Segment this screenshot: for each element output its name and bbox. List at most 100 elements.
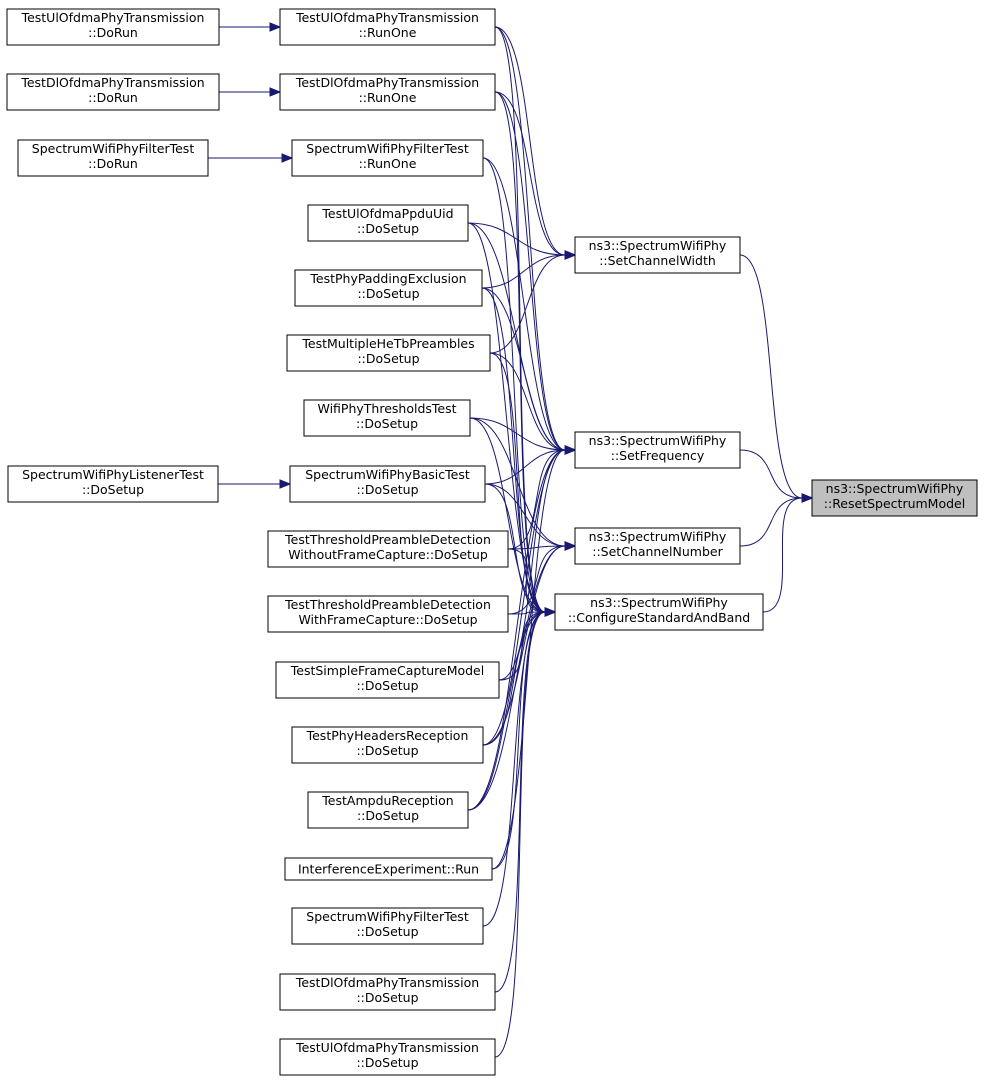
node-label-line2: WithFrameCapture::DoSetup [298, 612, 477, 627]
node-label-line1: TestDlOfdmaPhyTransmission [295, 75, 479, 90]
node-label-line1: TestUlOfdmaPhyTransmission [21, 10, 205, 25]
node-ul-tx-runone[interactable]: TestUlOfdmaPhyTransmission::RunOne [279, 8, 496, 46]
node-label-line1: SpectrumWifiPhyFilterTest [32, 141, 195, 156]
node-label-line2: ::DoSetup [356, 924, 418, 939]
node-label-line1: ns3::SpectrumWifiPhy [589, 433, 727, 448]
node-thr-with[interactable]: TestThresholdPreambleDetectionWithFrameC… [267, 595, 509, 633]
node-label-line1: ns3::SpectrumWifiPhy [589, 529, 727, 544]
edge-interference-to-set_freq [491, 445, 577, 870]
node-ampdu[interactable]: TestAmpduReception::DoSetup [307, 791, 469, 829]
node-thr-without[interactable]: TestThresholdPreambleDetectionWithoutFra… [267, 530, 509, 568]
node-label-line1: TestSimpleFrameCaptureModel [290, 663, 484, 678]
node-label-line2: ::DoRun [88, 25, 138, 40]
node-label-line1: TestUlOfdmaPhyTransmission [295, 10, 479, 25]
node-label-line2: ::DoSetup [357, 808, 419, 823]
edge-ul_tx_dorun-to-ul_tx_runone [218, 22, 282, 32]
node-label-line1: TestMultipleHeTbPreambles [301, 336, 474, 351]
node-label-line1: ns3::SpectrumWifiPhy [826, 481, 964, 496]
node-label-line2: ::RunOne [359, 156, 417, 171]
node-interference[interactable]: InterferenceExperiment::Run [284, 857, 493, 881]
call-edges [207, 22, 814, 1058]
node-basic[interactable]: SpectrumWifiPhyBasicTest::DoSetup [289, 465, 486, 503]
node-label-line1: TestThresholdPreambleDetection [284, 597, 491, 612]
node-set-freq[interactable]: ns3::SpectrumWifiPhy::SetFrequency [574, 431, 741, 469]
node-label-line2: ::DoSetup [357, 351, 419, 366]
node-dl-tx-setup[interactable]: TestDlOfdmaPhyTransmission::DoSetup [279, 973, 496, 1011]
node-filter-setup[interactable]: SpectrumWifiPhyFilterTest::DoSetup [291, 907, 484, 945]
node-multi-hetb[interactable]: TestMultipleHeTbPreambles::DoSetup [286, 334, 491, 372]
edge-ul_tx_setup-to-configure [494, 607, 557, 1058]
edge-ul_tx_runone-to-set_freq [494, 26, 577, 455]
node-simple-capture[interactable]: TestSimpleFrameCaptureModel::DoSetup [275, 661, 500, 699]
node-label-line2: ::RunOne [359, 90, 417, 105]
edge-configure-to-reset [762, 493, 814, 613]
node-label-line2: ::SetFrequency [611, 448, 705, 463]
node-label-line2: ::RunOne [359, 25, 417, 40]
edge-ul_tx_runone-to-set_width [494, 26, 577, 260]
node-thresholds[interactable]: WifiPhyThresholdsTest::DoSetup [303, 399, 471, 437]
node-label-line2: ::DoSetup [356, 1055, 418, 1070]
edge-padding-to-set_freq [481, 287, 577, 455]
edge-set_freq-to-reset [739, 449, 814, 503]
node-label-line2: ::ResetSpectrumModel [824, 496, 965, 511]
edge-ampdu-to-configure [467, 607, 557, 811]
node-set-width[interactable]: ns3::SpectrumWifiPhy::SetChannelWidth [574, 236, 741, 274]
node-set-number[interactable]: ns3::SpectrumWifiPhy::SetChannelNumber [574, 527, 741, 565]
node-label-line2: ::DoSetup [356, 678, 418, 693]
edge-listener-to-basic [217, 479, 292, 489]
node-label-line2: ::DoSetup [357, 221, 419, 236]
node-label-line1: TestThresholdPreambleDetection [284, 532, 491, 547]
node-filter-runone[interactable]: SpectrumWifiPhyFilterTest::RunOne [291, 139, 484, 177]
node-label-line2: ::DoRun [88, 156, 138, 171]
node-label-line1: WifiPhyThresholdsTest [317, 401, 456, 416]
node-label-line2: WithoutFrameCapture::DoSetup [288, 547, 488, 562]
node-ul-ppdu[interactable]: TestUlOfdmaPpduUid::DoSetup [307, 204, 469, 242]
edge-dl_tx_dorun-to-dl_tx_runone [219, 87, 282, 97]
node-headers[interactable]: TestPhyHeadersReception::DoSetup [291, 726, 484, 764]
node-label-line2: ::DoRun [88, 90, 138, 105]
function-nodes: TestUlOfdmaPhyTransmission::DoRunTestUlO… [6, 8, 978, 1076]
edge-multi_hetb-to-set_width [489, 250, 577, 354]
node-label-line2: ::SetChannelNumber [592, 544, 723, 559]
edge-dl_tx_runone-to-set_freq [494, 91, 577, 455]
node-ul-tx-dorun[interactable]: TestUlOfdmaPhyTransmission::DoRun [6, 8, 220, 46]
node-dl-tx-runone[interactable]: TestDlOfdmaPhyTransmission::RunOne [279, 73, 496, 111]
node-label-line1: SpectrumWifiPhyFilterTest [306, 909, 469, 924]
edge-filter_dorun-to-filter_runone [207, 153, 294, 163]
node-label-line1: ns3::SpectrumWifiPhy [589, 238, 727, 253]
node-padding[interactable]: TestPhyPaddingExclusion::DoSetup [294, 269, 483, 307]
node-label-line2: ::DoSetup [356, 990, 418, 1005]
node-label-line1: TestPhyPaddingExclusion [309, 271, 466, 286]
node-label-line1: SpectrumWifiPhyBasicTest [305, 467, 470, 482]
node-label-line1: ns3::SpectrumWifiPhy [590, 595, 728, 610]
node-label-line1: TestAmpduReception [321, 793, 453, 808]
node-label-line2: ::DoSetup [356, 416, 418, 431]
node-label-line1: TestUlOfdmaPhyTransmission [295, 1040, 479, 1055]
edge-multi_hetb-to-configure [489, 352, 557, 617]
edge-headers-to-set_number [482, 541, 577, 746]
edge-ul_tx_runone-to-configure [494, 26, 557, 617]
node-dl-tx-dorun[interactable]: TestDlOfdmaPhyTransmission::DoRun [6, 73, 220, 111]
node-label-line1: TestDlOfdmaPhyTransmission [295, 975, 479, 990]
node-reset[interactable]: ns3::SpectrumWifiPhy::ResetSpectrumModel [811, 479, 978, 517]
node-label-line2: ::DoSetup [356, 482, 418, 497]
edge-filter_runone-to-set_freq [482, 157, 577, 455]
node-label-line1: SpectrumWifiPhyFilterTest [306, 141, 469, 156]
edge-dl_tx_setup-to-configure [494, 607, 557, 993]
node-label-line2: ::DoSetup [82, 482, 144, 497]
node-label-line2: ::SetChannelWidth [599, 253, 716, 268]
edge-ampdu-to-set_number [467, 541, 577, 811]
edge-set_width-to-reset [739, 254, 814, 503]
node-ul-tx-setup[interactable]: TestUlOfdmaPhyTransmission::DoSetup [279, 1038, 496, 1076]
node-listener[interactable]: SpectrumWifiPhyListenerTest::DoSetup [7, 465, 219, 503]
node-label-line1: SpectrumWifiPhyListenerTest [22, 467, 204, 482]
node-filter-dorun[interactable]: SpectrumWifiPhyFilterTest::DoRun [17, 139, 209, 177]
node-label-line1: TestUlOfdmaPpduUid [321, 206, 453, 221]
node-label-line2: ::DoSetup [357, 286, 419, 301]
node-label-line2: ::DoSetup [356, 743, 418, 758]
node-label: InterferenceExperiment::Run [298, 862, 479, 877]
node-label-line1: TestPhyHeadersReception [306, 728, 469, 743]
node-label-line1: TestDlOfdmaPhyTransmission [20, 75, 204, 90]
node-configure[interactable]: ns3::SpectrumWifiPhy::ConfigureStandardA… [554, 593, 764, 631]
